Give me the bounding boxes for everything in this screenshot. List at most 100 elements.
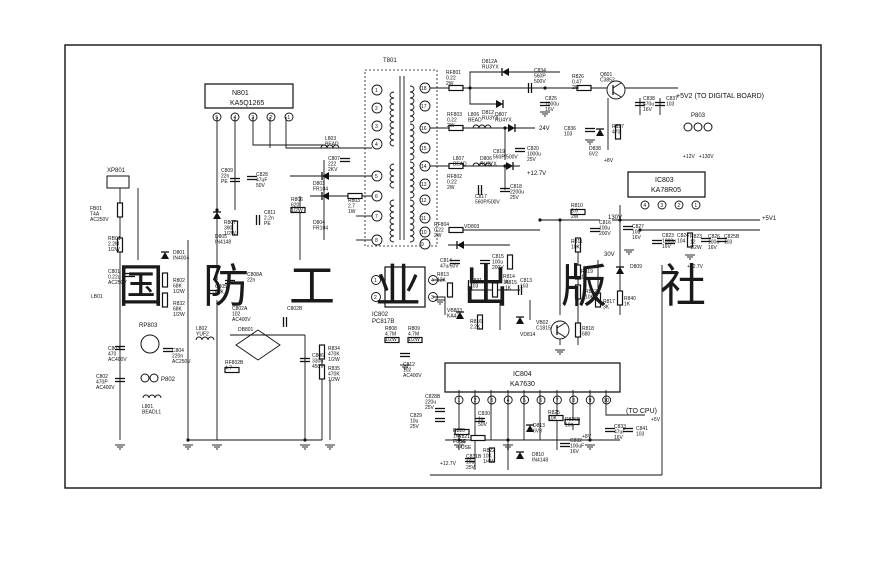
junction-dot-14 — [588, 438, 592, 442]
label-c830-rating: 50V — [478, 422, 488, 428]
label-l807-ref: L807 — [453, 156, 464, 162]
c817-symbol — [477, 185, 483, 195]
c831b-symbol — [465, 457, 475, 463]
label-l801-ref: L801 — [142, 404, 153, 410]
l807-symbol — [472, 162, 492, 167]
label-c827-value: 10u — [632, 230, 641, 236]
label-c818-rating: 25V — [510, 195, 520, 201]
net-24v: 24V — [539, 126, 550, 132]
label-c817-ref: C817 — [475, 194, 487, 200]
r802-symbol — [161, 272, 169, 288]
label-c801-value: 0.22u — [108, 275, 121, 281]
label-r806-rating: 1/2W — [291, 208, 303, 214]
ic804-pin-label-5: 5 — [523, 398, 526, 404]
transformer-pin-label-17: 17 — [421, 104, 427, 110]
label-r802-ref: R802 — [173, 278, 185, 284]
ic802-pin-1: 1 — [374, 278, 377, 284]
ic803-pin-1 — [691, 200, 701, 210]
transformer-pin-label-10: 10 — [421, 230, 427, 236]
label-r817-value: 3K — [603, 305, 610, 311]
label-vb803-value: KA431 — [447, 314, 462, 320]
label-c825-value: 1000u — [545, 102, 559, 108]
label-rf802b-ref: RF802B — [225, 360, 244, 366]
label-r826b-value: 10K — [565, 423, 575, 429]
transformer-pin-3 — [371, 120, 383, 132]
label-d812-value: RU3YX — [482, 116, 499, 122]
d805-symbol — [213, 211, 221, 219]
c806-symbol — [300, 357, 310, 363]
label-r840-ref: R840 — [624, 296, 636, 302]
label-c841-value: 103 — [636, 432, 645, 438]
label-r803-rating: 1W — [348, 209, 356, 215]
label-c809-rating: PE — [221, 179, 228, 185]
label-c823-ref: C823 — [662, 233, 674, 239]
label-c802b-ref: C802B — [287, 306, 303, 312]
label-l806-value: BEAD — [468, 118, 482, 124]
label-c806-value: 330u — [312, 359, 323, 365]
ic804-pin-label-10: 10 — [604, 398, 610, 404]
junction-dot-11 — [303, 438, 307, 442]
label-c825-ref: C825 — [545, 96, 557, 102]
label-rf801-rating: 2W — [446, 81, 454, 87]
vd814-symbol — [516, 316, 524, 324]
ic803-pin-label-2: 2 — [677, 203, 680, 209]
c813-symbol — [517, 285, 523, 295]
c814-symbol — [450, 259, 460, 265]
junction-dot-1 — [468, 86, 472, 90]
transformer-pin-label-5: 5 — [375, 174, 378, 180]
junction-dot-10 — [186, 438, 190, 442]
c828b-symbol — [435, 407, 445, 413]
label-r823-value: 12 — [690, 240, 696, 246]
label-c825b-ref: C825B — [724, 234, 740, 240]
net-labels: +5V2 (TO DIGITAL BOARD) 24V +12.7V 130V … — [440, 93, 777, 467]
label-rb01-ref: RB01 — [108, 236, 121, 242]
junction-dot-8 — [638, 228, 642, 232]
transformer-pin-label-15: 15 — [421, 146, 427, 152]
label-c833-value: 47uF — [614, 430, 625, 436]
label-r806-ref: R806 — [291, 197, 303, 203]
primary-winding — [389, 91, 395, 243]
l802-symbol — [195, 336, 215, 341]
c818-symbol — [500, 187, 510, 193]
net-12v7-ic804: +12.7V — [440, 461, 457, 467]
label-c802-rating: AC400V — [96, 385, 115, 391]
ground-symbol-4 — [300, 444, 310, 450]
p803-12v: +12V — [683, 154, 695, 160]
label-d809-ref: D809 — [630, 264, 642, 270]
label-c803-value: 470 — [108, 352, 117, 358]
ground-symbol-9 — [540, 111, 550, 117]
ic804-pin-5 — [520, 395, 530, 405]
label-rf802-ref: RF802 — [447, 174, 462, 180]
label-rf804-ref: RF804 — [434, 222, 449, 228]
label-c820-value: 1000u — [527, 152, 541, 158]
label-c819-ref: C819 — [493, 149, 505, 155]
transformer-pin-10 — [419, 226, 431, 238]
c801-symbol — [125, 272, 135, 278]
c827-symbol — [623, 225, 633, 231]
label-fb01-rating: AC250V — [90, 217, 109, 223]
label-r807-rating: 1/2W — [224, 231, 236, 237]
label-c802-value: 470P — [96, 380, 108, 386]
ic804-part: KA7630 — [510, 381, 535, 388]
label-r815-value: 1K — [505, 286, 512, 292]
secondary-winding — [409, 85, 415, 243]
label-db801-ref: DB801 — [238, 327, 254, 333]
c802a-symbol — [282, 317, 288, 327]
r812-symbol — [574, 284, 582, 300]
label-r817-ref: R817 — [603, 299, 615, 305]
label-c816-rating: 200V — [599, 231, 611, 237]
wire-2 — [469, 71, 560, 105]
watermark-char-7: 社 — [660, 259, 706, 313]
junction-dot-9 — [215, 208, 219, 212]
r810-symbol — [570, 208, 586, 216]
label-d807-value: RU4YX — [495, 118, 512, 124]
c825-symbol — [540, 101, 550, 107]
label-rf801-value: 0.22 — [446, 76, 456, 82]
transformer-pin-label-2: 2 — [375, 106, 378, 112]
label-c824-value: 104 — [677, 239, 686, 245]
d838-symbol — [596, 128, 604, 136]
label-c828-ref: C828 — [256, 172, 268, 178]
d806-symbol — [506, 162, 514, 170]
